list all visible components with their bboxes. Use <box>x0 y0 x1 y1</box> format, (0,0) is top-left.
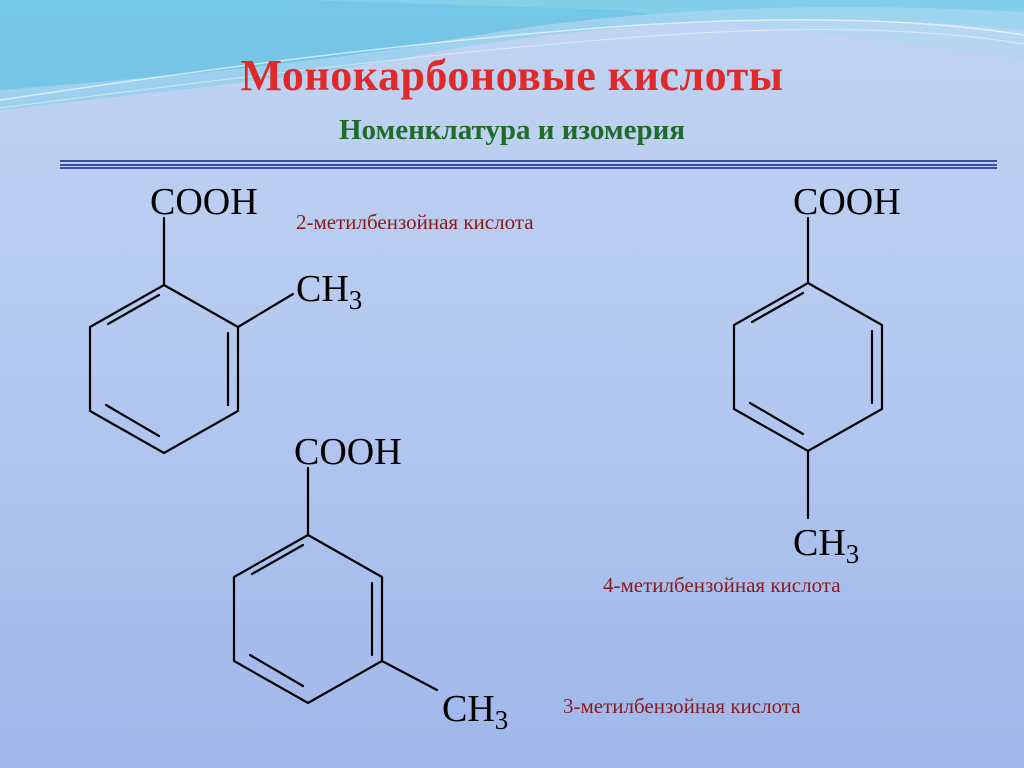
title-divider <box>60 160 997 169</box>
ch3-group-ortho: CH3 <box>296 268 363 316</box>
benzene-ring-para <box>732 216 884 520</box>
cooh-group-para: COOH <box>793 181 901 223</box>
cooh-group-ortho: COOH <box>150 181 258 223</box>
slide-subtitle: Номенклатура и изомерия <box>338 114 686 146</box>
benzene-ring-ortho <box>88 216 295 455</box>
slide-title: Монокарбоновые кислоты <box>240 51 784 100</box>
cooh-group-meta: COOH <box>294 431 402 473</box>
header-wave-decoration <box>0 0 1024 110</box>
benzene-ring-meta <box>232 466 439 705</box>
ch3-group-meta: CH3 <box>442 688 509 736</box>
compound-name-meta: 3-метилбензойная кислота <box>563 694 801 718</box>
compound-name-ortho: 2-метилбензойная кислота <box>296 210 534 234</box>
ch3-group-para: CH3 <box>793 522 860 570</box>
compound-name-para: 4-метилбензойная кислота <box>603 573 841 597</box>
